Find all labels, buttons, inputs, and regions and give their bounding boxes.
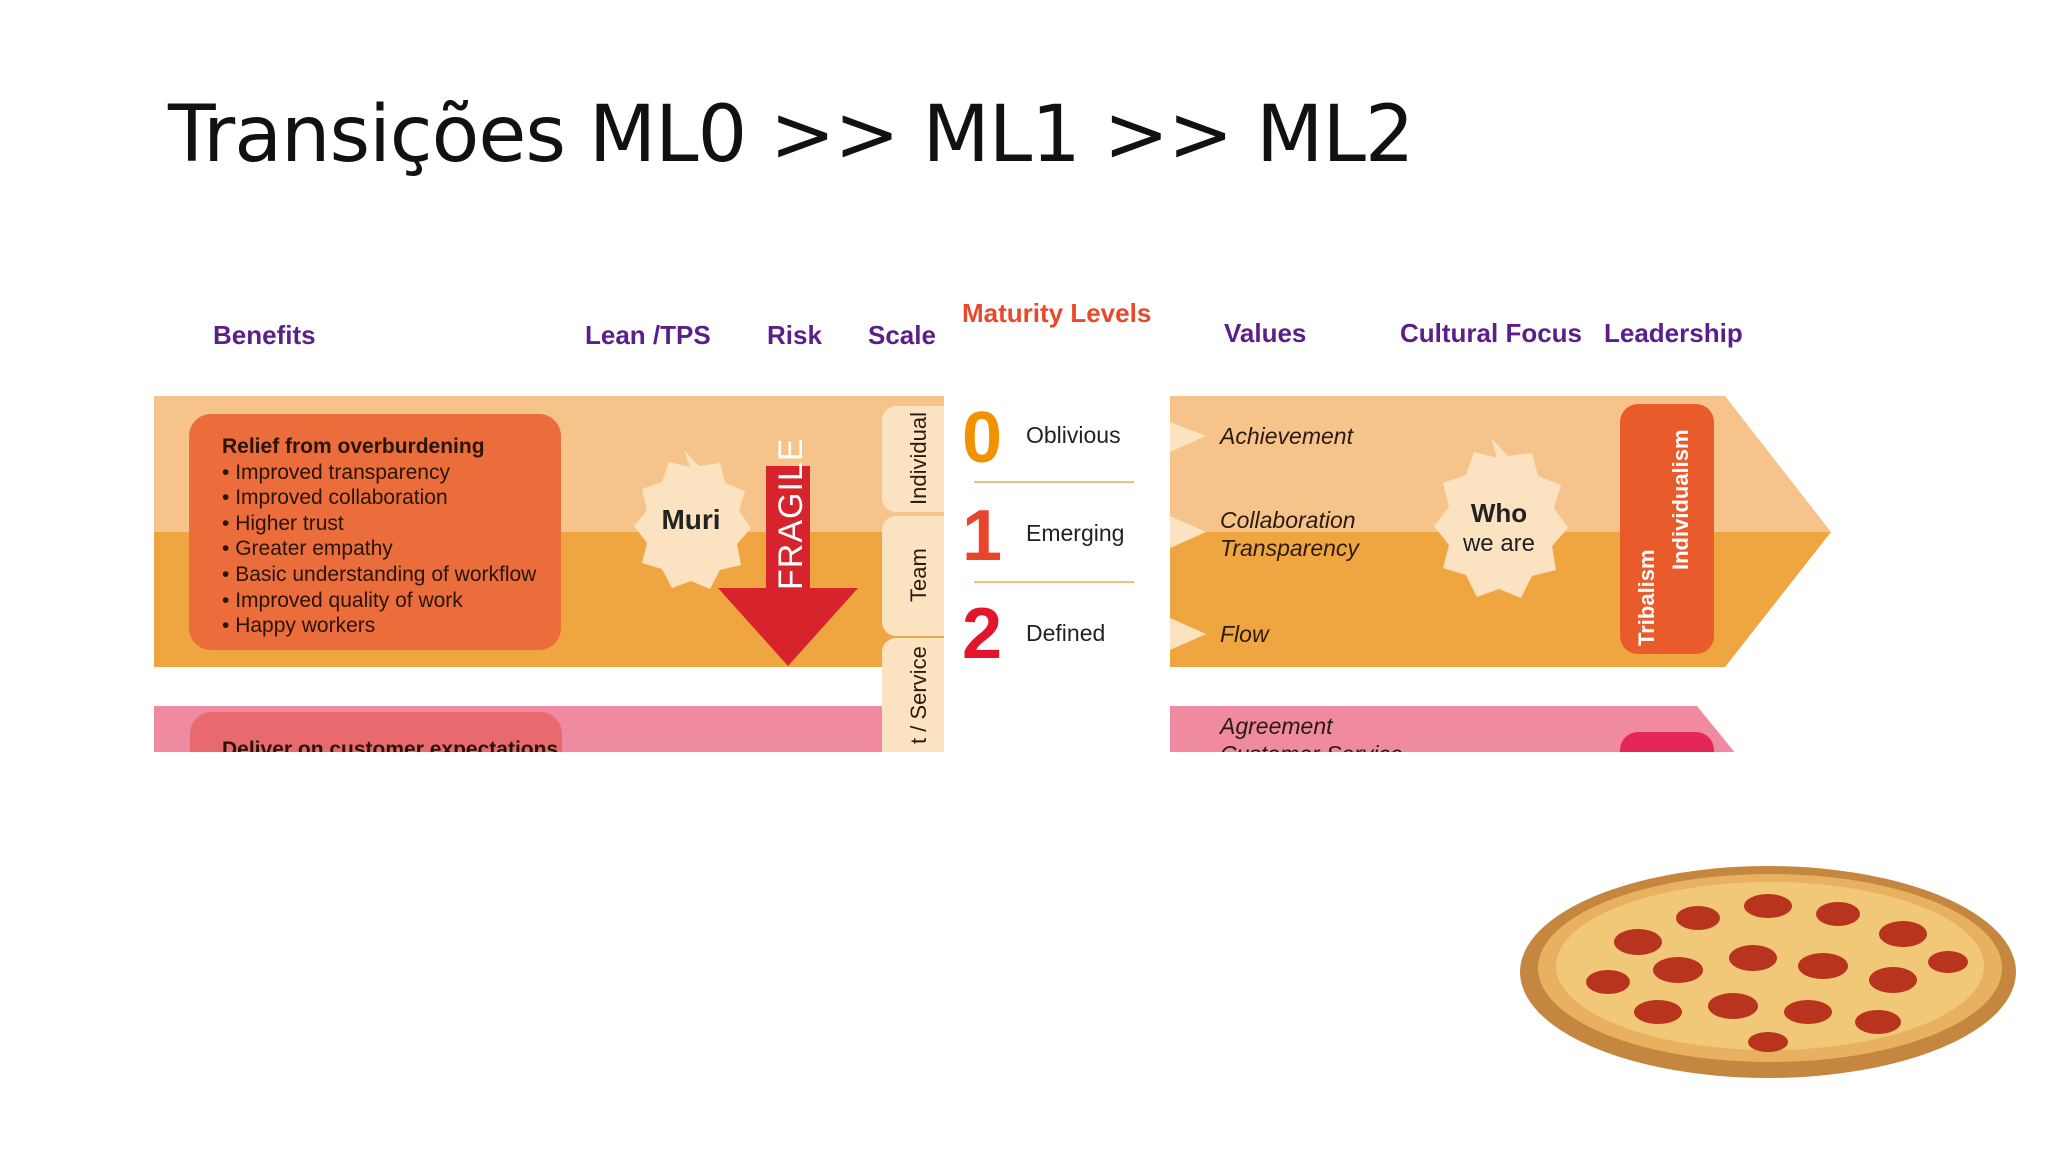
header-leadership: Leadership bbox=[1604, 318, 1743, 348]
benefits-lead: Relief from overburdening bbox=[222, 435, 485, 458]
band-shapes bbox=[154, 356, 1831, 752]
leadership-box bbox=[1620, 404, 1714, 654]
value-agreement: Agreement bbox=[1220, 713, 1333, 739]
header-lean: Lean /TPS bbox=[585, 320, 711, 350]
benefit-item: • Improved quality of work bbox=[222, 588, 463, 612]
header-cultural-focus: Cultural Focus bbox=[1400, 318, 1583, 348]
header-risk: Risk bbox=[767, 320, 822, 350]
value-collaboration: Collaboration bbox=[1220, 507, 1356, 533]
leadership-tribalism: Tribalism bbox=[1634, 549, 1659, 646]
benefit-item: • Improved transparency bbox=[222, 460, 450, 484]
header-maturity-levels: Maturity Levels bbox=[962, 298, 1152, 328]
benefit-item: • Basic understanding of workflow bbox=[222, 562, 537, 586]
value-transparency: Transparency bbox=[1220, 535, 1359, 561]
pizza-image bbox=[1520, 866, 2016, 1078]
slide-title: Transições ML0 >> ML1 >> ML2 bbox=[168, 90, 1415, 180]
benefits-list: Relief from overburdening • Improved tra… bbox=[222, 434, 562, 639]
header-benefits: Benefits bbox=[213, 320, 316, 350]
fragile-arrow bbox=[718, 466, 858, 666]
leadership-individualism: Individualism bbox=[1668, 429, 1693, 570]
pepperoni bbox=[1586, 894, 1968, 1052]
row2-leadership-box bbox=[1620, 732, 1714, 752]
pointer-achievement bbox=[1170, 422, 1206, 452]
scale-tab-team bbox=[882, 516, 962, 636]
benefit-box bbox=[189, 414, 561, 650]
level-0-label: Oblivious bbox=[1026, 422, 1121, 448]
cultural-who: Who bbox=[1470, 498, 1528, 528]
header-values: Values bbox=[1224, 318, 1307, 348]
benefit-item: • Higher trust bbox=[222, 511, 344, 535]
muri-starburst bbox=[634, 450, 751, 589]
level-1-label: Emerging bbox=[1026, 520, 1125, 546]
benefit-item: • Greater empathy bbox=[222, 537, 393, 561]
lean-muri: Muri bbox=[661, 504, 721, 535]
pointer-collaboration bbox=[1170, 516, 1206, 548]
value-flow: Flow bbox=[1220, 621, 1269, 647]
cultural-starburst bbox=[1434, 438, 1568, 598]
value-achievement: Achievement bbox=[1220, 423, 1353, 449]
scale-service: t / Service bbox=[906, 646, 931, 744]
cultural-we-are: we are bbox=[1462, 530, 1536, 557]
value-customer-service: Customer Service bbox=[1220, 740, 1403, 752]
level-2-label: Defined bbox=[1026, 620, 1106, 646]
header-scale: Scale bbox=[868, 320, 936, 350]
scale-team: Team bbox=[906, 548, 931, 602]
maturity-column bbox=[944, 356, 1170, 752]
benefit-item: • Improved collaboration bbox=[222, 486, 448, 510]
risk-fragile: FRAGILE bbox=[772, 437, 810, 590]
scale-tab-service bbox=[882, 638, 962, 752]
row2-benefits-lead: Deliver on customer expectations bbox=[222, 738, 559, 752]
scale-individual: Individual bbox=[906, 412, 931, 506]
level-1-number: 1 bbox=[962, 496, 1003, 576]
benefit-item: • Happy workers bbox=[222, 614, 376, 638]
level-0-number: 0 bbox=[962, 398, 1003, 478]
scale-tab-individual bbox=[882, 406, 962, 512]
row2-benefit-box bbox=[190, 712, 562, 752]
level-2-number: 2 bbox=[962, 594, 1003, 674]
maturity-diagram: Benefits Lean /TPS Risk Scale Maturity L… bbox=[154, 276, 1844, 752]
pointer-flow bbox=[1170, 618, 1206, 650]
